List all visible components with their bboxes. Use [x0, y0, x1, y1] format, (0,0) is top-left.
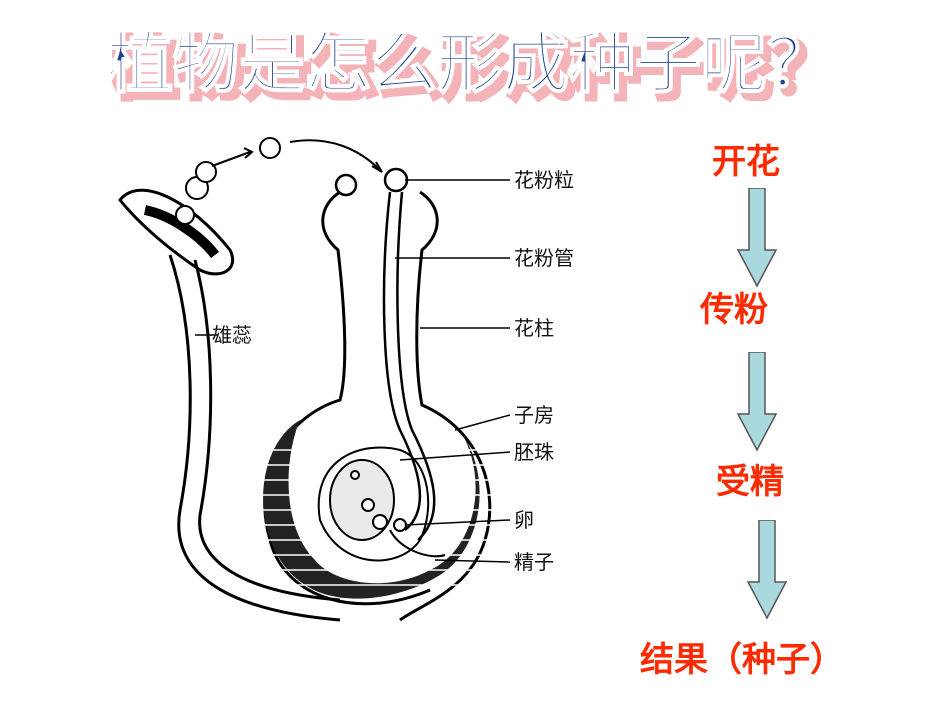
leader-lines	[195, 179, 511, 563]
flower-fertilization-diagram: 雄蕊 花粉粒 花粉管 花柱 子房 胚珠 卵 精子	[118, 137, 574, 622]
label-sperm: 精子	[514, 550, 554, 574]
step-flowering: 开花	[712, 142, 780, 182]
label-egg: 卵	[514, 508, 534, 532]
label-style: 花柱	[514, 316, 554, 340]
step-fertilization: 受精	[716, 462, 784, 502]
pollen-grains	[175, 137, 281, 225]
title-shadow: 植物是怎么形成种子呢？	[113, 31, 839, 108]
pistil	[263, 190, 492, 622]
step-pollination: 传粉	[700, 290, 768, 330]
label-pollen-tube: 花粉管	[514, 246, 574, 270]
down-arrow-icon	[737, 352, 777, 452]
stamen	[118, 188, 341, 622]
label-stamen: 雄蕊	[212, 323, 252, 347]
step-fruiting-seed: 结果（种子）	[640, 640, 844, 680]
ovule	[317, 446, 446, 562]
slide-title: 植物是怎么形成种子呢？ 植物是怎么形成种子呢？	[106, 24, 842, 111]
title-text: 植物是怎么形成种子呢？	[107, 25, 833, 102]
pollen-tube	[334, 167, 436, 541]
label-ovary: 子房	[514, 403, 554, 427]
label-pollen-grain: 花粉粒	[514, 168, 574, 192]
pollination-arrows	[211, 139, 383, 173]
label-ovule: 胚珠	[514, 440, 554, 464]
down-arrow-icon	[737, 188, 777, 288]
down-arrow-icon	[747, 520, 787, 620]
